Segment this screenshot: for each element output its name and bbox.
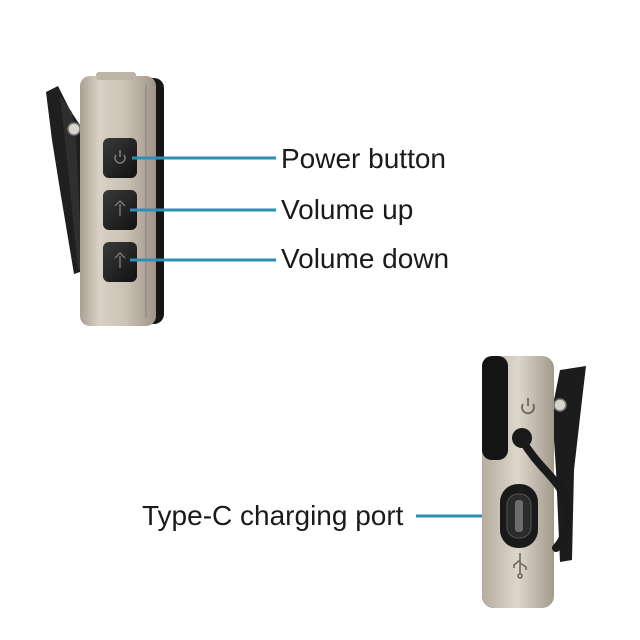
- volume-down-icon: [114, 252, 126, 268]
- belt-clip: [552, 366, 586, 562]
- volume-up-icon: [114, 200, 126, 216]
- clip-hinge: [67, 122, 81, 136]
- label-volume-up: Volume up: [281, 194, 414, 225]
- label-typec-charging-port: Type-C charging port: [142, 500, 404, 531]
- power-icon: [521, 398, 535, 415]
- clip-hinge: [553, 398, 567, 412]
- label-power-button: Power button: [281, 143, 446, 174]
- usb-icon: [513, 553, 527, 579]
- power-icon: [114, 150, 126, 164]
- device-front-view: [482, 356, 586, 608]
- device-side-view: [46, 72, 164, 326]
- cable: [518, 436, 572, 552]
- leader-lines: [130, 156, 494, 518]
- label-volume-down: Volume down: [281, 243, 450, 274]
- power-button[interactable]: [103, 138, 137, 178]
